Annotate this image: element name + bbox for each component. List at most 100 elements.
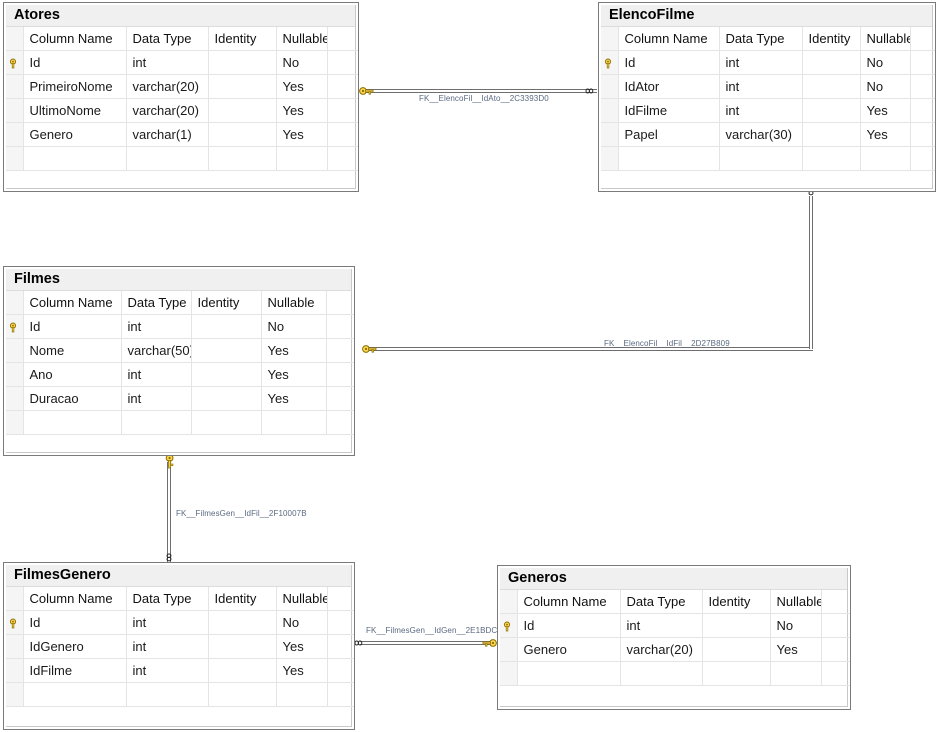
cell-data-type[interactable]: varchar(20)	[126, 74, 209, 99]
cell-identity[interactable]	[702, 637, 771, 662]
cell-identity[interactable]	[702, 613, 771, 638]
cell-nullable[interactable]: Yes	[860, 98, 911, 123]
cell-data-type[interactable]: int	[719, 50, 803, 75]
cell-data-type[interactable]: int	[126, 658, 209, 683]
cell-column-name[interactable]: UltimoNome	[23, 98, 127, 123]
cell-nullable[interactable]	[860, 146, 911, 171]
cell-column-name[interactable]	[618, 146, 720, 171]
table-row-empty[interactable]	[500, 661, 850, 686]
cell-column-name[interactable]: Genero	[517, 637, 621, 662]
cell-column-name[interactable]: Id	[618, 50, 720, 75]
cell-data-type[interactable]	[620, 661, 703, 686]
relationship-line-fk-elencofilme-idfilme-vertical[interactable]	[809, 196, 813, 349]
cell-nullable[interactable]: Yes	[770, 637, 822, 662]
cell-column-name[interactable]: Papel	[618, 122, 720, 147]
cell-identity[interactable]	[208, 610, 277, 635]
table-row[interactable]: IdFilme int Yes	[601, 98, 935, 123]
cell-nullable[interactable]: No	[276, 610, 328, 635]
cell-data-type[interactable]: int	[126, 50, 209, 75]
cell-identity[interactable]	[191, 362, 262, 387]
cell-identity[interactable]	[191, 338, 262, 363]
cell-data-type[interactable]: int	[620, 613, 703, 638]
cell-nullable[interactable]: Yes	[276, 98, 328, 123]
table-row-empty[interactable]	[6, 682, 354, 707]
cell-identity[interactable]	[702, 661, 771, 686]
cell-nullable[interactable]: Yes	[860, 122, 911, 147]
table-row[interactable]: Id int No	[601, 50, 935, 75]
cell-identity[interactable]	[802, 146, 861, 171]
cell-column-name[interactable]: IdGenero	[23, 634, 127, 659]
cell-column-name[interactable]: Ano	[23, 362, 122, 387]
cell-nullable[interactable]	[261, 410, 327, 435]
cell-identity[interactable]	[191, 314, 262, 339]
cell-data-type[interactable]	[121, 410, 192, 435]
cell-nullable[interactable]: Yes	[261, 386, 327, 411]
cell-nullable[interactable]: Yes	[261, 362, 327, 387]
cell-column-name[interactable]: Genero	[23, 122, 127, 147]
cell-identity[interactable]	[208, 634, 277, 659]
table-node-filmes[interactable]: Filmes Column Name Data Type Identity Nu…	[3, 266, 355, 456]
cell-identity[interactable]	[802, 74, 861, 99]
table-node-atores[interactable]: Atores Column Name Data Type Identity Nu…	[3, 2, 359, 192]
cell-column-name[interactable]	[23, 410, 122, 435]
cell-column-name[interactable]: Id	[517, 613, 621, 638]
cell-column-name[interactable]: IdFilme	[23, 658, 127, 683]
cell-nullable[interactable]: No	[860, 74, 911, 99]
table-row-empty[interactable]	[601, 146, 935, 171]
table-row[interactable]: IdGenero int Yes	[6, 634, 354, 659]
cell-identity[interactable]	[208, 146, 277, 171]
cell-column-name[interactable]: Id	[23, 314, 122, 339]
cell-identity[interactable]	[191, 386, 262, 411]
cell-identity[interactable]	[802, 50, 861, 75]
table-row[interactable]: Nome varchar(50) Yes	[6, 338, 354, 363]
cell-nullable[interactable]: No	[276, 50, 328, 75]
cell-column-name[interactable]	[517, 661, 621, 686]
cell-identity[interactable]	[191, 410, 262, 435]
table-row[interactable]: IdFilme int Yes	[6, 658, 354, 683]
cell-data-type[interactable]: varchar(1)	[126, 122, 209, 147]
cell-data-type[interactable]: varchar(30)	[719, 122, 803, 147]
cell-data-type[interactable]: int	[121, 362, 192, 387]
cell-nullable[interactable]: Yes	[261, 338, 327, 363]
relationship-line-fk-filmesgenero-idgenero[interactable]	[360, 641, 496, 645]
cell-identity[interactable]	[208, 682, 277, 707]
relationship-line-fk-elencofilme-idfilme[interactable]	[367, 347, 813, 351]
cell-identity[interactable]	[802, 122, 861, 147]
table-row[interactable]: Papel varchar(30) Yes	[601, 122, 935, 147]
cell-column-name[interactable]	[23, 146, 127, 171]
cell-data-type[interactable]	[126, 146, 209, 171]
table-row[interactable]: Id int No	[6, 314, 354, 339]
table-row-empty[interactable]	[6, 410, 354, 435]
table-row[interactable]: Ano int Yes	[6, 362, 354, 387]
cell-identity[interactable]	[208, 122, 277, 147]
cell-data-type[interactable]: int	[121, 386, 192, 411]
cell-data-type[interactable]: int	[126, 610, 209, 635]
cell-column-name[interactable]: Duracao	[23, 386, 122, 411]
cell-identity[interactable]	[208, 658, 277, 683]
relationship-line-fk-elencofilme-idator[interactable]	[363, 89, 597, 93]
cell-data-type[interactable]	[719, 146, 803, 171]
cell-nullable[interactable]: No	[770, 613, 822, 638]
table-row[interactable]: Genero varchar(1) Yes	[6, 122, 358, 147]
cell-column-name[interactable]: PrimeiroNome	[23, 74, 127, 99]
cell-column-name[interactable]	[23, 682, 127, 707]
cell-nullable[interactable]: No	[261, 314, 327, 339]
cell-data-type[interactable]	[126, 682, 209, 707]
cell-nullable[interactable]	[276, 146, 328, 171]
cell-data-type[interactable]: int	[719, 98, 803, 123]
cell-identity[interactable]	[208, 74, 277, 99]
cell-identity[interactable]	[208, 98, 277, 123]
relationship-line-fk-filmesgenero-idfilme[interactable]	[167, 462, 171, 564]
cell-data-type[interactable]: int	[126, 634, 209, 659]
table-node-filmesgenero[interactable]: FilmesGenero Column Name Data Type Ident…	[3, 562, 355, 730]
table-row[interactable]: UltimoNome varchar(20) Yes	[6, 98, 358, 123]
cell-column-name[interactable]: Id	[23, 50, 127, 75]
cell-nullable[interactable]: Yes	[276, 658, 328, 683]
cell-nullable[interactable]: Yes	[276, 74, 328, 99]
table-row[interactable]: IdAtor int No	[601, 74, 935, 99]
cell-nullable[interactable]	[276, 682, 328, 707]
cell-data-type[interactable]: varchar(50)	[121, 338, 192, 363]
cell-column-name[interactable]: IdFilme	[618, 98, 720, 123]
cell-nullable[interactable]: Yes	[276, 634, 328, 659]
table-row[interactable]: Duracao int Yes	[6, 386, 354, 411]
